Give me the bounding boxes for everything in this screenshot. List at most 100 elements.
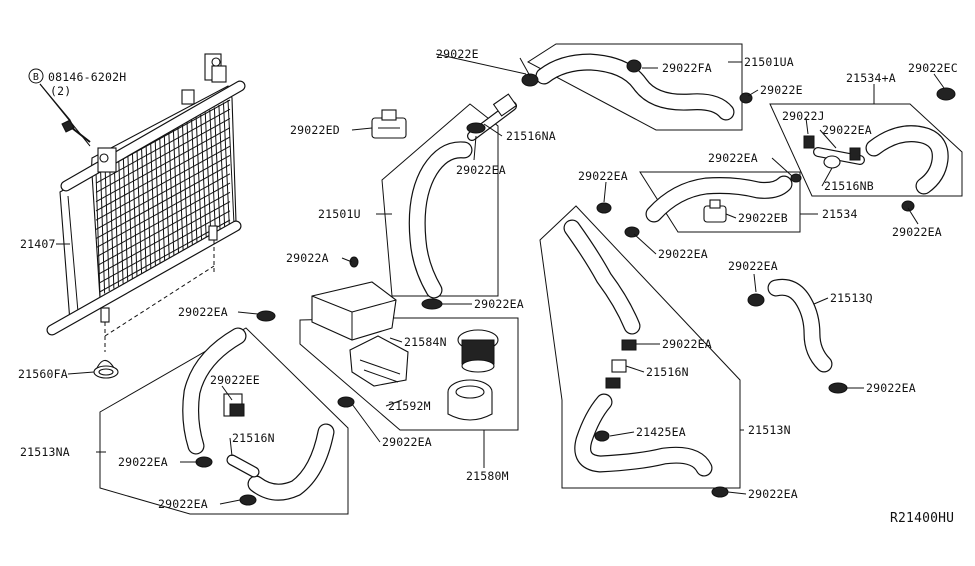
radiator-fin-line xyxy=(168,132,175,257)
radiator-fin-line xyxy=(131,152,138,277)
leader-line xyxy=(819,129,837,149)
leader-line xyxy=(237,311,259,315)
leader-line xyxy=(341,257,353,263)
hose-21513n xyxy=(563,219,729,498)
label-clamp-ea-425: 21425EA xyxy=(636,425,686,439)
radiator-core-fins xyxy=(95,99,235,297)
radiator-fin-line xyxy=(104,167,110,292)
label-reservoir: 21580M xyxy=(466,469,509,483)
label-clip-ee: 29022EE xyxy=(210,373,260,387)
label-clamp-ea-upper: 29022EA xyxy=(456,163,506,177)
label-connector-nb: 21516NB xyxy=(824,179,874,193)
radiator-fin-line xyxy=(209,109,217,234)
label-hose-534a: 21534+A xyxy=(846,71,896,85)
label-clamp-ea-516n: 29022EA xyxy=(662,337,712,351)
label-connector-n-left: 21516N xyxy=(232,431,275,445)
leader-line xyxy=(805,117,809,135)
radiator-fin-line xyxy=(95,173,231,249)
radiator-fin-line xyxy=(163,134,170,259)
radiator-fin-line xyxy=(227,99,235,225)
hose-21513q xyxy=(747,278,848,394)
label-connector-na: 21516NA xyxy=(506,129,556,143)
radiator-fin-line xyxy=(154,139,161,264)
leader-line xyxy=(625,365,645,373)
label-hose-534: 21534 xyxy=(822,207,858,221)
part-labels: B 08146-6202H (2) 21407 21560FA 29022ED … xyxy=(18,47,958,526)
radiator-fin-line xyxy=(204,112,212,237)
reservoir-tank xyxy=(311,281,499,421)
label-clamp-ea-534: 29022EA xyxy=(708,151,758,165)
radiator-fin-line xyxy=(181,124,189,249)
diagram-ref-code: R21400HU xyxy=(890,511,954,526)
label-clamp-ea-right-box: 29022EA xyxy=(892,225,942,239)
label-connector-n-right: 21516N xyxy=(646,365,689,379)
leader-line xyxy=(609,431,635,437)
radiator-fin-line xyxy=(222,102,230,227)
group-outline-21513na xyxy=(99,327,349,515)
label-hose-513q: 21513Q xyxy=(830,291,873,305)
radiator-fin-line xyxy=(95,108,231,184)
radiator-fin-line xyxy=(218,104,226,229)
label-clamp-ea-513q: 29022EA xyxy=(728,259,778,273)
leader-line xyxy=(771,157,793,177)
leader-line xyxy=(633,233,657,255)
radiator-fin-line xyxy=(177,127,184,252)
radiator-fin-line xyxy=(200,114,207,239)
leader-line xyxy=(603,181,607,203)
leader-line xyxy=(821,167,833,187)
leader-line xyxy=(389,337,403,343)
group-outline-21513n xyxy=(539,205,741,489)
label-clamp-ea-box: 29022EA xyxy=(822,123,872,137)
label-clamp-ea-bottom: 29022EA xyxy=(748,487,798,501)
label-bolt: 08146-6202H xyxy=(48,70,126,84)
label-hose-ua: 21501UA xyxy=(744,55,794,69)
radiator-fin-line xyxy=(172,129,180,254)
radiator-fin-line xyxy=(136,149,143,274)
radiator-fin-line xyxy=(95,210,231,286)
leader-line xyxy=(907,207,919,225)
leader-line xyxy=(473,135,477,161)
radiator-fin-line xyxy=(118,159,124,284)
label-clamp-ea-res: 29022EA xyxy=(382,435,432,449)
radiator-fin-line xyxy=(95,145,231,221)
bolt-circle-icon xyxy=(28,68,44,84)
radiator-fin-line xyxy=(95,182,231,258)
radiator-fin-line xyxy=(150,142,156,267)
radiator-fin-line xyxy=(113,162,119,287)
label-clamp-fa: 29022FA xyxy=(662,61,712,75)
radiator-fin-line xyxy=(213,107,221,232)
label-reservoir-bracket: 21592M xyxy=(388,399,431,413)
leader-line xyxy=(747,89,759,97)
label-clamp-ea-left-mid: 29022EA xyxy=(118,455,168,469)
radiator-fin-line xyxy=(95,171,101,297)
radiator-fin-line xyxy=(127,154,133,279)
radiator-fin-line xyxy=(145,144,152,269)
radiator-fin-line xyxy=(109,164,115,289)
label-clamp-ea-left-low: 29022EA xyxy=(158,497,208,511)
radiator-fin-line xyxy=(195,117,203,242)
label-clamp-j: 29022J xyxy=(782,109,825,123)
upper-hose-21501u xyxy=(371,93,518,310)
leader-line xyxy=(351,127,373,131)
leader-line xyxy=(67,371,95,375)
hose-21534a xyxy=(803,87,956,212)
leader-line xyxy=(933,73,945,89)
leader-line xyxy=(725,213,737,219)
label-radiator: 21407 xyxy=(20,237,56,251)
label-mount: 21560FA xyxy=(18,367,68,381)
radiator-fin-line xyxy=(95,154,231,230)
radiator-fin-line xyxy=(95,127,231,203)
hose-21534 xyxy=(596,173,802,238)
radiator-fin-line xyxy=(100,169,106,294)
group-outline-21534a xyxy=(769,103,963,197)
radiator-fin-line xyxy=(95,191,231,267)
hose-21513na xyxy=(182,256,359,506)
label-clamp-ea-left-top: 29022EA xyxy=(178,305,228,319)
label-reservoir-cap: 21584N xyxy=(404,335,447,349)
leader-line xyxy=(727,491,747,495)
label-clamp-eb: 29022EB xyxy=(738,211,788,225)
radiator-fin-line xyxy=(95,219,231,295)
bolt-symbol: B xyxy=(33,72,39,83)
